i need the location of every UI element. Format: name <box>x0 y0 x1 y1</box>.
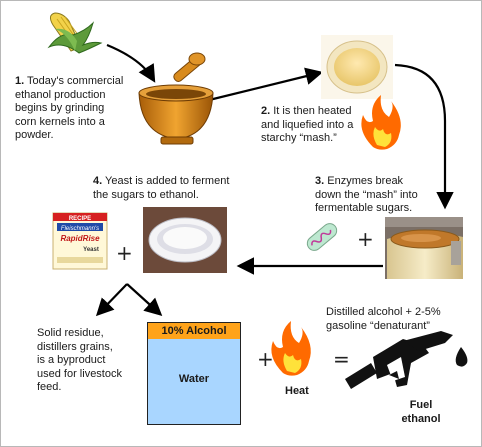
step-1-description: Today's commercial ethanol production be… <box>15 75 124 141</box>
plus-sign-heat: + <box>257 347 274 371</box>
step-4-description: Yeast is added to ferment the sugars to … <box>93 175 230 201</box>
water-label: Water <box>147 339 241 425</box>
flame-icon-heat <box>271 321 311 376</box>
step-1-text: 1. Today's commercial ethanol production… <box>15 75 125 143</box>
equals-sign: = <box>333 347 350 371</box>
step-3-text: 3. Enzymes break down the “mash” into fe… <box>315 175 419 216</box>
corn-cob-icon <box>47 12 103 54</box>
step-2-description: It is then heated and liquefied into a s… <box>261 105 354 144</box>
flame-icon-step2 <box>361 95 401 150</box>
yeast-package-icon: RECIPE Fleischmann's RapidRise Yeast <box>52 212 108 270</box>
mash-tank-icon <box>385 217 463 279</box>
yeast-sub-text: Yeast <box>83 247 99 253</box>
fuel-ethanol-label: Fuel ethanol <box>401 399 441 425</box>
step-2-number: 2. <box>261 105 271 117</box>
step-4-number: 4. <box>93 175 103 187</box>
yeast-brand-text: Fleischmann's <box>61 226 99 232</box>
arrow-corn-to-mortar <box>106 43 156 83</box>
step-3-description: Enzymes break down the “mash” into ferme… <box>315 175 418 214</box>
plus-sign-enzymes: + <box>357 227 374 251</box>
heat-label: Heat <box>285 385 309 397</box>
arrow-split-left <box>95 283 128 317</box>
plus-sign-yeast: + <box>116 241 133 265</box>
distilled-alcohol-text: Distilled alcohol + 2-5% gasoline “denat… <box>326 306 441 332</box>
powder-bowl-icon <box>321 35 393 99</box>
residue-text: Solid residue, distillers grains, is a b… <box>37 327 122 393</box>
step-3-number: 3. <box>315 175 325 187</box>
arrow-split-right <box>126 283 163 316</box>
yeast-product-text: RapidRise <box>60 234 100 243</box>
arrow-mortar-to-bowl <box>204 67 324 103</box>
yeast-banner-text: RECIPE <box>69 216 91 222</box>
sugar-plate-icon <box>143 207 227 273</box>
fuel-nozzle-icon <box>345 331 468 389</box>
mortar-and-pestle-icon <box>138 52 214 145</box>
enzyme-icon <box>306 223 338 251</box>
arrow-bowl-to-tank <box>394 63 454 210</box>
step-2-text: 2. It is then heated and liquefied into … <box>261 105 367 146</box>
step-4-text: 4. Yeast is added to ferment the sugars … <box>93 175 243 202</box>
alcohol-label: 10% Alcohol <box>147 322 241 340</box>
step-1-number: 1. <box>15 75 25 87</box>
